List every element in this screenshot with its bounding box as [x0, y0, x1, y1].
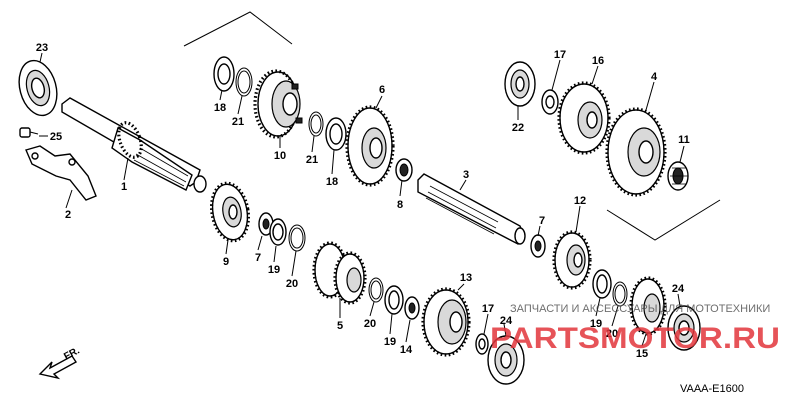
circlip-20-right — [612, 281, 628, 307]
label-23: 23 — [36, 42, 48, 54]
washer-17-bottom — [475, 333, 489, 355]
label-19-center: 19 — [384, 336, 396, 348]
gear-15 — [629, 276, 667, 336]
label-13: 13 — [460, 272, 472, 284]
label-10: 10 — [274, 150, 286, 162]
washer-19-center — [384, 285, 404, 315]
part-labels: 23 25 2 1 18 21 10 21 18 6 8 9 7 19 20 5… — [36, 42, 690, 360]
washer-18-mid — [325, 117, 347, 151]
bushing-11 — [667, 161, 689, 191]
gear-6 — [345, 105, 395, 187]
label-16: 16 — [592, 55, 604, 67]
label-7-left: 7 — [255, 252, 261, 264]
washer-19-right — [592, 269, 612, 299]
label-20-center: 20 — [364, 318, 376, 330]
bushing-14 — [404, 296, 420, 320]
bushing-8 — [395, 158, 413, 182]
front-direction-arrow-icon: FR. — [38, 345, 82, 380]
diagram-code: VAAA-E1600 — [680, 383, 744, 395]
label-19-right: 19 — [590, 318, 602, 330]
label-24-center: 24 — [500, 315, 513, 327]
bolt-25 — [19, 127, 39, 138]
gear-16 — [557, 81, 611, 155]
label-5: 5 — [337, 320, 343, 332]
gear-13 — [421, 287, 471, 357]
gear-5 — [312, 241, 367, 305]
label-6: 6 — [379, 84, 385, 96]
watermark-logo: PARTSMOTOR.RU — [490, 322, 780, 355]
watermark-text: ЗАПЧАСТИ И АКСЕССУАРЫ ДЛЯ МОТОТЕХНИКИ — [510, 303, 770, 315]
gear-12 — [552, 230, 592, 290]
circlip-20-left — [288, 224, 306, 252]
bushing-7-right — [530, 234, 546, 258]
mainshaft-1 — [61, 97, 207, 193]
washer-19-left — [269, 218, 287, 246]
label-25: 25 — [50, 131, 62, 143]
label-24-right: 24 — [672, 283, 685, 295]
label-15: 15 — [636, 348, 648, 360]
bearing-24-center — [487, 335, 525, 385]
label-17-bottom: 17 — [482, 303, 494, 315]
label-20-left: 20 — [286, 278, 298, 290]
bearing-23 — [18, 59, 58, 117]
label-18-mid: 18 — [326, 176, 338, 188]
washer-18-top — [213, 56, 235, 92]
bearing-22 — [504, 61, 536, 107]
label-21-top: 21 — [232, 116, 244, 128]
circlip-21-top — [235, 67, 253, 97]
label-8: 8 — [397, 199, 403, 211]
label-22: 22 — [512, 122, 524, 134]
label-17-top: 17 — [554, 49, 566, 61]
label-1: 1 — [121, 181, 127, 193]
label-21-mid: 21 — [306, 154, 318, 166]
label-4: 4 — [651, 71, 658, 83]
label-19-left: 19 — [268, 264, 280, 276]
label-12: 12 — [574, 195, 586, 207]
gear-10 — [253, 69, 303, 139]
label-11: 11 — [678, 134, 690, 146]
label-14: 14 — [400, 344, 413, 356]
group-bracket-lines — [183, 11, 721, 241]
watermark: ЗАПЧАСТИ И АКСЕССУАРЫ ДЛЯ МОТОТЕХНИКИ PA… — [490, 303, 780, 355]
washer-17-top — [541, 89, 559, 115]
label-3: 3 — [463, 169, 469, 181]
label-2: 2 — [65, 209, 71, 221]
leader-lines — [39, 52, 685, 347]
label-20-right: 20 — [606, 328, 618, 340]
circlip-21-mid — [308, 111, 324, 137]
circlip-20-center — [368, 277, 384, 303]
label-9: 9 — [223, 256, 229, 268]
bracket-2 — [25, 145, 97, 201]
gear-4 — [605, 107, 667, 197]
label-7-right: 7 — [539, 215, 545, 227]
countershaft-3 — [417, 173, 526, 245]
front-direction-label: FR. — [62, 345, 82, 362]
gear-9 — [209, 181, 251, 243]
bearing-24-right — [667, 305, 701, 351]
label-18-top: 18 — [214, 102, 226, 114]
